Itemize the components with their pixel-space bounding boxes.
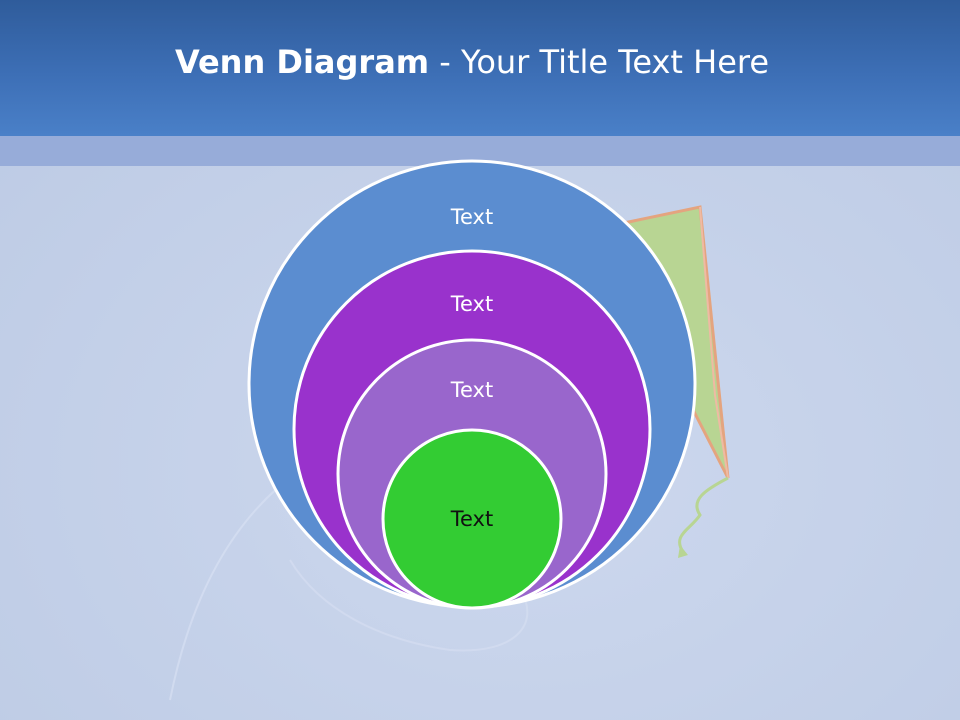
slide-title: Venn Diagram - Your Title Text Here [0, 40, 944, 84]
venn-label-second: Text [450, 292, 493, 316]
venn-label-inner: Text [450, 507, 493, 531]
title-rest-text: - Your Title Text Here [429, 43, 770, 81]
title-header [0, 0, 960, 136]
venn-circle-inner [381, 428, 563, 610]
venn-label-third: Text [450, 378, 493, 402]
venn-label-outer: Text [450, 205, 493, 229]
title-bold-text: Venn Diagram [174, 43, 430, 81]
